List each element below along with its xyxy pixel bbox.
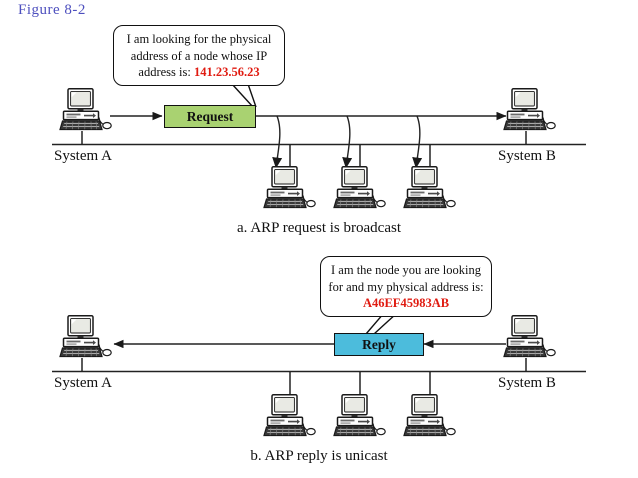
bubble-a-line-3: address is: 141.23.56.23 <box>121 64 277 81</box>
pc-icon-bus-b-1 <box>263 394 316 437</box>
bubble-b-line-2: for and my physical address is: <box>328 279 484 294</box>
pc-icon-system-a-b <box>59 315 112 358</box>
speech-bubble-reply: I am the node you are looking for and my… <box>320 256 492 317</box>
bubble-tail-a-stroke-1 <box>231 83 254 108</box>
bubble-tail-a-stroke-2 <box>247 83 257 108</box>
bubble-a-line-2: address of a node whose IP <box>130 48 268 63</box>
figure-number-label: Figure 8-2 <box>18 2 86 18</box>
pc-icon-system-b <box>503 88 556 131</box>
pc-icon-system-a <box>59 88 112 131</box>
label-system-a-diagram-a: System A <box>54 148 112 164</box>
diagram-a-group <box>52 83 586 209</box>
label-system-b-diagram-a: System B <box>498 148 556 164</box>
pc-icon-bus-b-2 <box>333 394 386 437</box>
bubble-tail-b-stroke-1 <box>365 312 385 335</box>
reply-mac-address: A46EF45983AB <box>362 296 450 310</box>
target-ip-address: 141.23.56.23 <box>193 65 260 79</box>
label-system-a-diagram-b: System A <box>54 375 112 391</box>
caption-diagram-a: a. ARP request is broadcast <box>237 220 401 236</box>
bubble-tail-b-stroke-2 <box>373 312 398 335</box>
request-packet-box[interactable]: Request <box>164 105 256 128</box>
speech-bubble-request: I am looking for the physical address of… <box>113 25 285 86</box>
caption-diagram-b: b. ARP reply is unicast <box>250 448 388 464</box>
bubble-a-line-3-prefix: address is: <box>138 65 191 79</box>
pc-icon-bus-a-2 <box>333 166 386 209</box>
pc-icon-bus-a-3 <box>403 166 456 209</box>
broadcast-branch-2 <box>342 115 353 169</box>
reply-packet-box[interactable]: Reply <box>334 333 424 356</box>
pc-icon-system-b-b <box>503 315 556 358</box>
broadcast-branch-3 <box>412 115 423 169</box>
broadcast-branch-1 <box>272 115 283 169</box>
label-system-b-diagram-b: System B <box>498 375 556 391</box>
request-packet-label: Request <box>186 108 234 124</box>
bubble-a-line-1: I am looking for the physical <box>126 32 272 46</box>
reply-packet-label: Reply <box>362 336 396 352</box>
bubble-b-line-1: I am the node you are looking <box>331 263 481 277</box>
diagram-b-group <box>52 312 586 437</box>
pc-icon-bus-a-1 <box>263 166 316 209</box>
pc-icon-bus-b-3 <box>403 394 456 437</box>
